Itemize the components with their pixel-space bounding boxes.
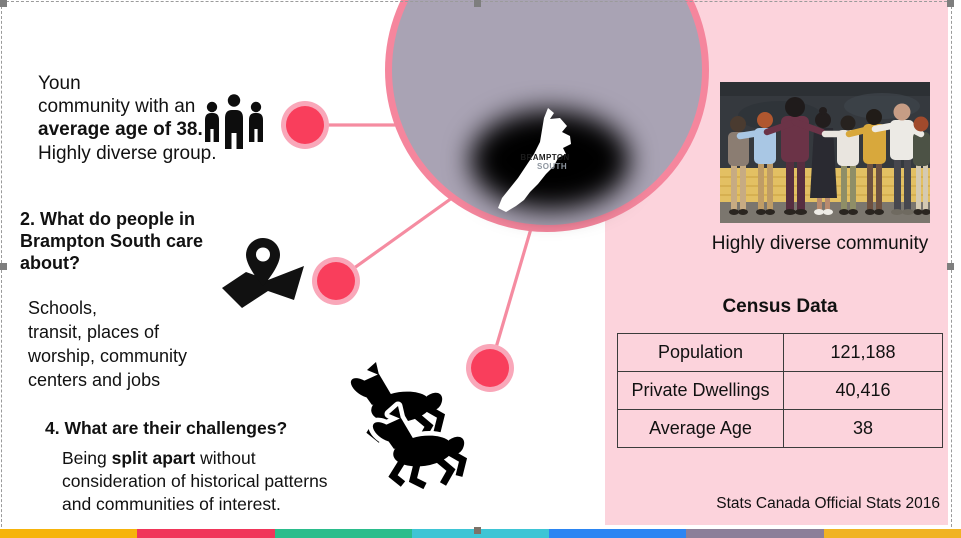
node-dot-inner (471, 349, 509, 387)
table-row: Population 121,188 (618, 334, 942, 372)
stripe-segment (274, 529, 412, 538)
q4-body-post: without consideration of historical patt… (62, 448, 328, 514)
textbox-q2-heading[interactable]: 2. What do people in Brampton South care… (20, 209, 226, 275)
resize-handle-middle-left[interactable] (0, 263, 7, 270)
table-row: Average Age 38 (618, 410, 942, 447)
q4-heading-text: 4. What are their challenges? (45, 418, 288, 438)
census-row-label: Population (618, 334, 784, 371)
census-title: Census Data (617, 296, 943, 318)
census-row-value: 121,188 (830, 342, 896, 362)
textbox-demographics[interactable]: Youn community with an average age of 38… (38, 72, 248, 165)
resize-handle-bottom-center[interactable] (474, 527, 481, 534)
brampton-south-map: BRAMPTON SOUTH (470, 108, 630, 212)
q2-body-line1: Schools, (28, 298, 98, 318)
q4-body-pre: Being (62, 448, 112, 468)
node-dot-cares[interactable] (312, 257, 360, 305)
census-row-value: 40,416 (835, 380, 891, 400)
census-row-value: 38 (852, 418, 874, 438)
stripe-segment (686, 529, 824, 538)
textbox-q2-body[interactable]: Schools, transit, places of worship, com… (28, 297, 210, 393)
map-label-top: BRAMPTON (520, 153, 569, 162)
q1-line2: community with an (38, 96, 196, 118)
node-dot-challenges[interactable] (466, 344, 514, 392)
textbox-q4-body[interactable]: Being split apart without consideration … (62, 447, 357, 515)
q1-line4: Highly diverse group. (38, 142, 217, 164)
diverse-community-photo[interactable] (720, 82, 930, 223)
map-pin-icon[interactable] (218, 236, 308, 321)
stripe-segment (137, 529, 275, 538)
resize-handle-top-center[interactable] (474, 0, 481, 7)
node-dot-inner (286, 106, 324, 144)
map-outline-shape (498, 108, 571, 212)
node-dot-demographics[interactable] (281, 101, 329, 149)
resize-handle-middle-right[interactable] (947, 263, 954, 270)
census-title-text: Census Data (722, 296, 838, 317)
resize-handle-top-right[interactable] (947, 0, 954, 7)
stripe-segment (823, 529, 961, 538)
q2-body-rest: transit, places of worship, community ce… (28, 321, 188, 390)
census-table[interactable]: Population 121,188 Private Dwellings 40,… (617, 333, 943, 448)
photo-caption-text: Highly diverse community (711, 233, 929, 254)
connector-line-3 (488, 214, 537, 369)
census-source-text: Stats Canada Official Stats 2016 (716, 495, 940, 512)
q4-body-bold: split apart (111, 448, 196, 468)
q1-line3: average age of 38. (38, 119, 203, 141)
map-label-bottom: SOUTH (537, 162, 567, 171)
census-row-label: Average Age (618, 410, 784, 447)
people-group-icon[interactable] (203, 92, 265, 149)
q1-line1: Youn (38, 73, 81, 94)
photo-people-row (728, 97, 930, 215)
node-dot-inner (317, 262, 355, 300)
census-source: Stats Canada Official Stats 2016 (620, 495, 940, 513)
stripe-segment (549, 529, 687, 538)
census-row-label: Private Dwellings (618, 372, 784, 409)
resize-handle-top-left[interactable] (0, 0, 7, 7)
q2-heading-text: 2. What do people in Brampton South care… (20, 209, 204, 273)
textbox-q4-heading[interactable]: 4. What are their challenges? (45, 418, 365, 439)
stripe-segment (0, 529, 138, 538)
photo-caption[interactable]: Highly diverse community (690, 233, 950, 255)
horses-icon[interactable] (333, 362, 473, 497)
table-row: Private Dwellings 40,416 (618, 372, 942, 410)
